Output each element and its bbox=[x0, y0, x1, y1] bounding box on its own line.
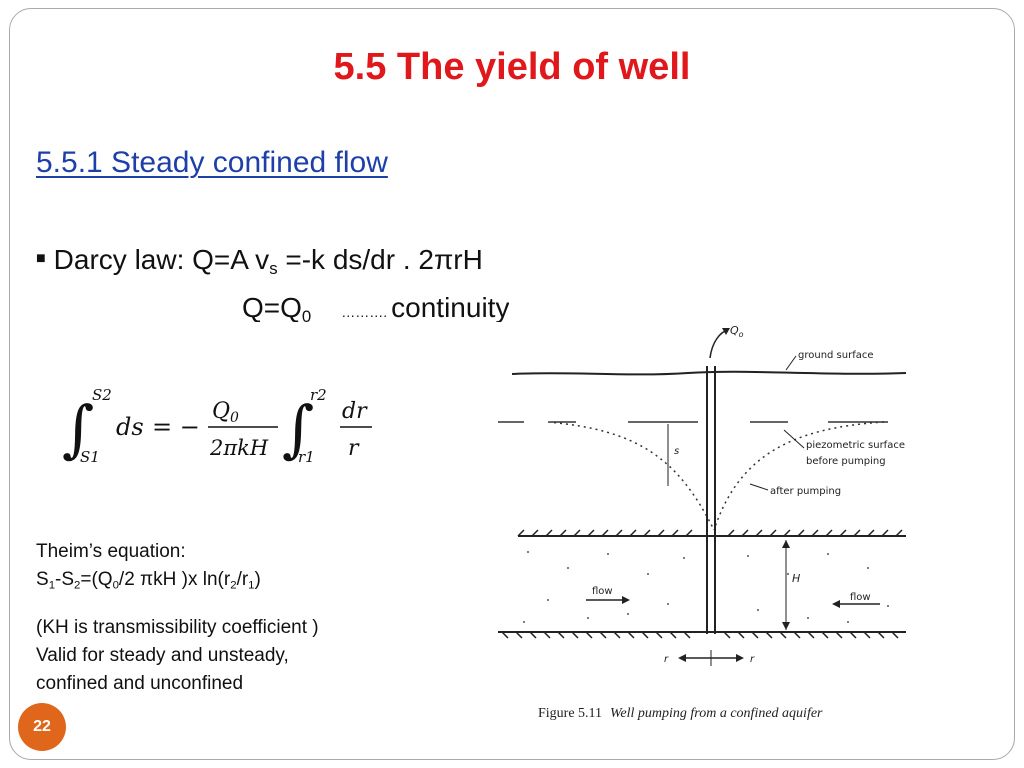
upper-r: r2 bbox=[310, 386, 327, 404]
darcy-suffix: =-k ds/dr . 2πrH bbox=[277, 244, 483, 275]
valid-line-1: Valid for steady and unsteady, bbox=[36, 645, 289, 666]
numerator: Q0 bbox=[212, 399, 239, 426]
flow-arrow-left-head bbox=[622, 596, 630, 604]
q-sub: 0 bbox=[301, 307, 312, 322]
caption-label: Figure 5.11 bbox=[538, 706, 603, 721]
continuity-word: continuity bbox=[391, 292, 510, 322]
piezo-leader bbox=[783, 429, 805, 449]
theim-equation: S1-S2=(Q0/2 πkH )x ln(r2/r1) bbox=[36, 569, 261, 592]
aquifer-texture bbox=[523, 551, 889, 623]
integral-sign-left: ∫ bbox=[62, 392, 94, 465]
lower-s: S1 bbox=[80, 448, 100, 466]
confining-top-hatch bbox=[517, 529, 903, 537]
s-label: s bbox=[674, 446, 679, 457]
ground-surface-label: ground surface bbox=[798, 350, 874, 361]
darcy-prefix: Darcy law: Q=A v bbox=[53, 244, 270, 275]
upper-s: S2 bbox=[92, 386, 112, 404]
q0-label: Qo bbox=[730, 324, 744, 339]
darcy-law-line: ■ Darcy law: Q=A vs =-k ds/dr . 2πrH bbox=[36, 244, 483, 279]
flow-label-left: flow bbox=[592, 586, 613, 597]
drawdown-curve-left bbox=[547, 421, 715, 531]
figure-caption: Figure 5.11 Well pumping from a confined … bbox=[538, 706, 823, 722]
equals-minus: = − bbox=[152, 413, 200, 441]
darcy-sub: s bbox=[269, 259, 278, 279]
after-pumping-leader bbox=[749, 483, 769, 491]
r-arrow-left bbox=[678, 654, 686, 662]
lower-r: r1 bbox=[298, 448, 315, 466]
well-pumping-figure: Qo ground surface piezometric surface be… bbox=[498, 324, 907, 666]
aquifer-bottom-hatch bbox=[501, 631, 899, 639]
integral-equation: ∫ S2 S1 ds = − Q0 2πkH ∫ r2 r1 dr r bbox=[62, 386, 372, 466]
denominator: 2πkH bbox=[209, 436, 269, 460]
r-term: r bbox=[348, 436, 360, 461]
discharge-arrow-head bbox=[722, 328, 730, 335]
r-label-right: r bbox=[750, 654, 755, 665]
flow-arrow-right-head bbox=[832, 600, 840, 608]
after-pumping-label: after pumping bbox=[770, 486, 841, 497]
dr-term: dr bbox=[342, 399, 368, 424]
drawdown-curve-right bbox=[713, 421, 885, 531]
h-arrow-top bbox=[782, 540, 790, 548]
section-subtitle: 5.5.1 Steady confined flow bbox=[36, 146, 388, 179]
bullet-square-icon: ■ bbox=[36, 250, 46, 267]
kh-note: (KH is transmissibility coefficient ) bbox=[36, 617, 319, 638]
theim-text-block: Theim’s equation: S1-S2=(Q0/2 πkH )x ln(… bbox=[36, 538, 319, 698]
page-number-badge: 22 bbox=[18, 703, 66, 751]
discharge-arrow bbox=[709, 329, 729, 359]
integral-sign-right: ∫ bbox=[282, 392, 314, 465]
h-arrow-bottom bbox=[782, 622, 790, 630]
flow-label-right: flow bbox=[850, 592, 871, 603]
caption-text: Well pumping from a confined aquifer bbox=[610, 706, 823, 721]
r-arrow-right bbox=[736, 654, 744, 662]
ground-label-leader bbox=[785, 355, 797, 371]
r-label-left: r bbox=[664, 654, 669, 665]
ds-term: ds bbox=[116, 413, 144, 441]
ground-surface-line bbox=[511, 370, 907, 376]
dots: ………. bbox=[341, 304, 388, 320]
slide-frame bbox=[9, 8, 1015, 760]
slide-title: 5.5 The yield of well bbox=[333, 46, 691, 88]
theim-label: Theim’s equation: bbox=[36, 541, 186, 562]
continuity-line: Q=Q0 ……….continuity bbox=[242, 292, 509, 322]
h-label: H bbox=[792, 572, 800, 585]
valid-line-2: confined and unconfined bbox=[36, 673, 244, 694]
piezo-label-1: piezometric surface bbox=[806, 440, 905, 451]
q-main: Q=Q bbox=[242, 292, 302, 322]
piezo-label-2: before pumping bbox=[806, 456, 886, 467]
